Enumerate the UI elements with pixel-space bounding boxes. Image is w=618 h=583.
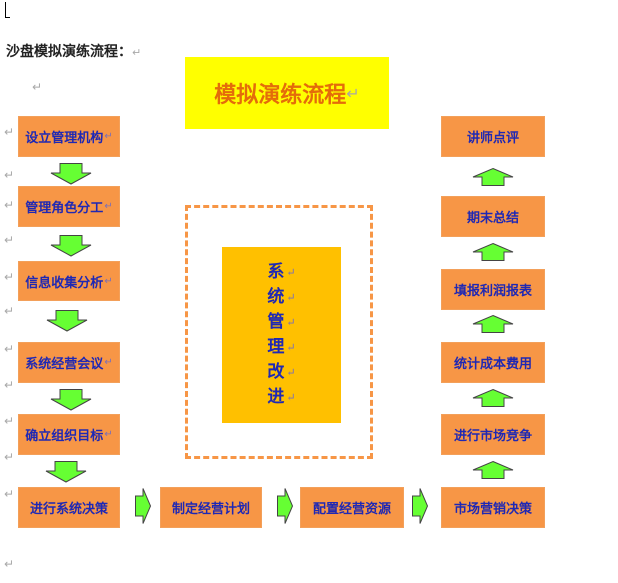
step-box: 配置经营资源	[300, 487, 404, 528]
paragraph-mark: ↵	[132, 46, 142, 59]
step-label: 确立组织目标	[25, 429, 104, 444]
up-arrow-icon	[472, 460, 514, 479]
paragraph-mark: ↵	[104, 131, 113, 142]
paragraph-mark: ↵	[4, 233, 15, 247]
paragraph-mark: ↵	[286, 291, 296, 304]
step-label: 配置经营资源	[312, 502, 391, 517]
paragraph-mark: ↵	[104, 275, 113, 287]
paragraph-mark: ↵	[4, 125, 15, 139]
up-arrow-icon	[472, 167, 514, 186]
center-char: 管↵	[267, 310, 295, 335]
dashed-frame	[185, 205, 373, 459]
down-arrow-icon	[46, 310, 88, 332]
step-box: 进行系统决策	[18, 487, 120, 528]
paragraph-mark: ↵	[4, 487, 15, 501]
step-label: 进行市场竞争	[453, 429, 532, 444]
step-box: 确立组织目标↵	[18, 414, 120, 455]
step-box: 填报利润报表	[441, 269, 545, 310]
step-label: 填报利润报表	[453, 284, 532, 299]
step-label: 信息收集分析	[25, 275, 104, 291]
char-text: 管	[267, 312, 285, 332]
char-text: 改	[267, 362, 285, 382]
step-box: 讲师点评	[441, 116, 545, 157]
step-label: 系统经营会议	[25, 357, 104, 372]
paragraph-mark: ↵	[4, 270, 15, 284]
paragraph-mark: ↵	[104, 357, 113, 368]
step-label: 制定经营计划	[171, 502, 250, 517]
right-arrow-icon	[412, 488, 429, 524]
paragraph-mark: ↵	[286, 391, 296, 404]
heading-text: 沙盘模拟演练流程：	[6, 44, 132, 60]
center-box: 系↵ 统↵ 管↵ 理↵ 改↵ 进↵	[222, 247, 341, 423]
step-label: 期末总结	[466, 211, 519, 226]
right-arrow-icon	[277, 488, 294, 524]
down-arrow-icon	[50, 235, 92, 257]
step-box: 管理角色分工↵	[18, 186, 120, 227]
step-label: 进行系统决策	[29, 502, 108, 517]
paragraph-mark: ↵	[104, 429, 113, 440]
step-box: 统计成本费用	[441, 342, 545, 383]
step-box: 市场营销决策	[441, 487, 545, 528]
title-box: 模拟演练流程↵	[185, 57, 389, 129]
text-cursor	[5, 2, 10, 18]
paragraph-mark: ↵	[4, 378, 15, 392]
center-char: 统↵	[267, 285, 295, 310]
paragraph-mark: ↵	[32, 80, 43, 94]
paragraph-mark: ↵	[4, 198, 15, 212]
paragraph-mark: ↵	[346, 83, 360, 103]
paragraph-mark: ↵	[286, 366, 296, 379]
right-arrow-icon	[135, 488, 152, 524]
document-heading: 沙盘模拟演练流程：↵	[6, 41, 141, 61]
paragraph-mark: ↵	[104, 201, 113, 212]
down-arrow-icon	[50, 389, 92, 411]
up-arrow-icon	[472, 388, 514, 407]
center-char: 进↵	[267, 385, 295, 410]
step-label: 设立管理机构	[25, 131, 104, 146]
center-char: 理↵	[267, 335, 295, 360]
char-text: 理	[267, 337, 285, 357]
char-text: 系	[267, 262, 285, 282]
step-label: 讲师点评	[466, 131, 519, 146]
paragraph-mark: ↵	[4, 168, 15, 182]
paragraph-mark: ↵	[4, 304, 15, 318]
step-box: 设立管理机构↵	[18, 116, 120, 157]
up-arrow-icon	[472, 242, 514, 261]
paragraph-mark: ↵	[286, 341, 296, 354]
step-box: 系统经营会议↵	[18, 342, 120, 383]
paragraph-mark: ↵	[4, 557, 15, 571]
paragraph-mark: ↵	[286, 316, 296, 329]
step-label: 统计成本费用	[453, 357, 532, 372]
step-box: 制定经营计划	[160, 487, 262, 528]
step-box: 信息收集分析↵	[18, 261, 120, 301]
step-box: 进行市场竞争	[441, 414, 545, 455]
up-arrow-icon	[472, 314, 514, 333]
char-text: 进	[267, 387, 285, 407]
down-arrow-icon	[45, 461, 87, 483]
step-box: 期末总结	[441, 196, 545, 237]
flow-title: 模拟演练流程	[214, 82, 347, 108]
down-arrow-icon	[50, 163, 92, 185]
center-char: 系↵	[267, 260, 295, 285]
step-label: 市场营销决策	[453, 502, 532, 517]
step-label: 管理角色分工	[25, 201, 104, 216]
center-char: 改↵	[267, 360, 295, 385]
paragraph-mark: ↵	[4, 414, 15, 428]
paragraph-mark: ↵	[4, 450, 15, 464]
paragraph-mark: ↵	[4, 342, 15, 356]
paragraph-mark: ↵	[286, 266, 296, 279]
char-text: 统	[267, 287, 285, 307]
